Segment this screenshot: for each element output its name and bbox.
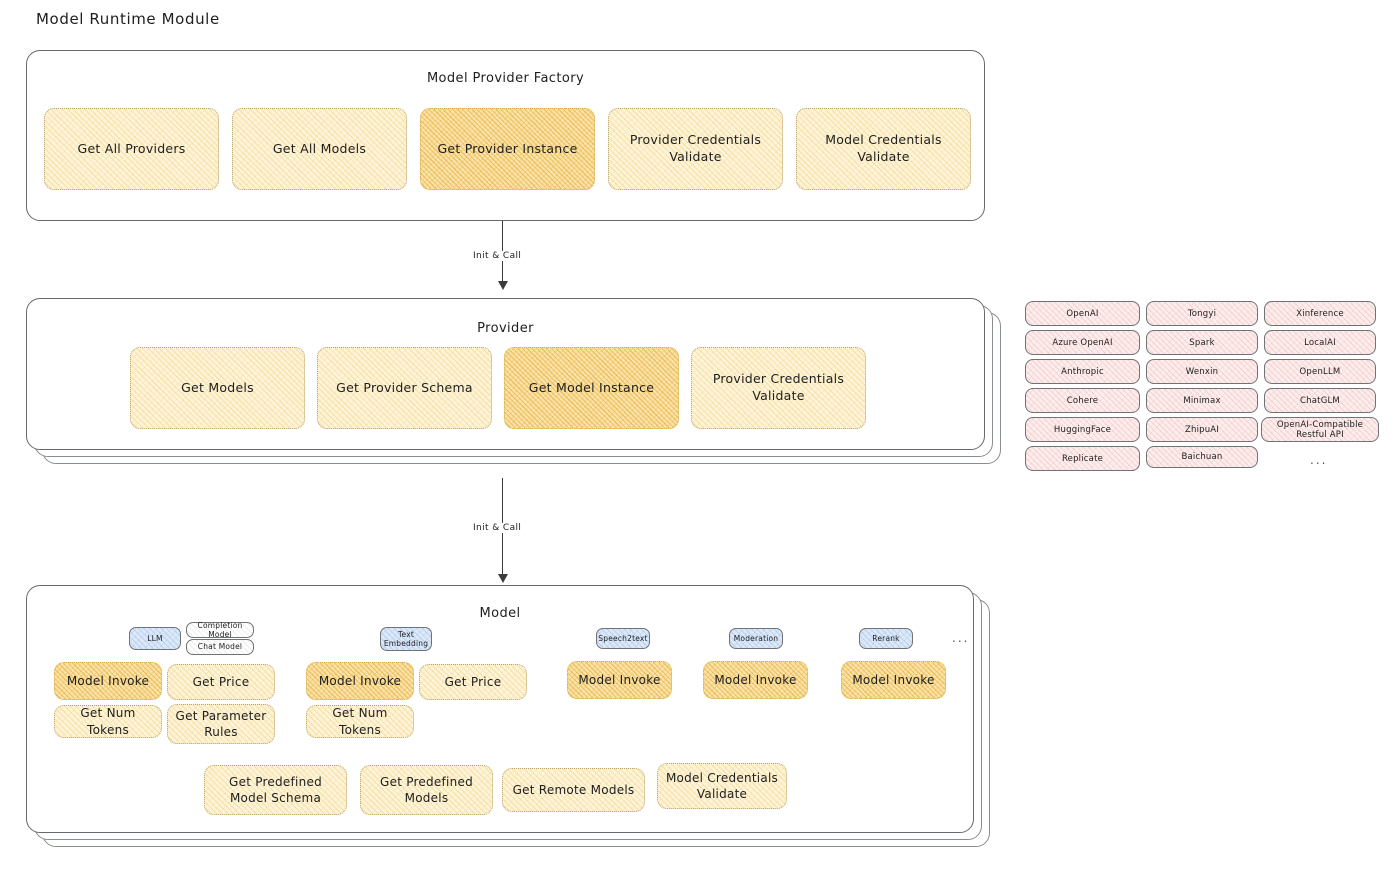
llm-node-model-invoke[interactable]: Model Invoke (54, 662, 162, 700)
moderation-node-model-invoke[interactable]: Model Invoke (703, 661, 808, 699)
llm-node-get-parameter-rules[interactable]: Get Parameter Rules (167, 704, 275, 744)
speech2text-node-model-invoke[interactable]: Model Invoke (567, 661, 672, 699)
provider-pill-wenxin[interactable]: Wenxin (1146, 359, 1258, 384)
model-node-get-predefined-models[interactable]: Get Predefined Models (360, 765, 493, 815)
model-provider-factory-title: Model Provider Factory (426, 71, 585, 86)
provider-pill-chatglm[interactable]: ChatGLM (1264, 388, 1376, 413)
llm-node-get-price[interactable]: Get Price (167, 664, 275, 700)
provider-pill-openai[interactable]: OpenAI (1025, 301, 1140, 326)
provider-pill-xinference[interactable]: Xinference (1264, 301, 1376, 326)
provider-pill-tongyi[interactable]: Tongyi (1146, 301, 1258, 326)
provider-pill-spark[interactable]: Spark (1146, 330, 1258, 355)
model-type-badge-llm[interactable]: LLM (129, 627, 181, 650)
provider-node-get-models[interactable]: Get Models (130, 347, 305, 429)
model-node-model-credentials-validate[interactable]: Model Credentials Validate (657, 763, 787, 809)
llm-node-get-num-tokens[interactable]: Get Num Tokens (54, 705, 162, 738)
provider-node-get-provider-schema[interactable]: Get Provider Schema (317, 347, 492, 429)
factory-node-get-provider-instance[interactable]: Get Provider Instance (420, 108, 595, 190)
provider-pill-replicate[interactable]: Replicate (1025, 446, 1140, 471)
page-title: Model Runtime Module (36, 10, 220, 28)
factory-node-model-credentials-validate[interactable]: Model Credentials Validate (796, 108, 971, 190)
provider-pill-zhipuai[interactable]: ZhipuAI (1146, 417, 1258, 442)
provider-pill-cohere[interactable]: Cohere (1025, 388, 1140, 413)
model-node-get-remote-models[interactable]: Get Remote Models (502, 768, 645, 812)
provider-list-more-ellipsis: ... (1310, 453, 1328, 467)
provider-title: Provider (477, 321, 534, 336)
model-type-badge-text-embedding[interactable]: Text Embedding (380, 627, 432, 651)
provider-node-provider-credentials-validate[interactable]: Provider Credentials Validate (691, 347, 866, 429)
model-type-badge-speech2text[interactable]: Speech2text (596, 628, 650, 649)
model-subtype-badge-completion-model[interactable]: Completion Model (186, 621, 254, 639)
provider-node-get-model-instance[interactable]: Get Model Instance (504, 347, 679, 429)
text-embedding-node-model-invoke[interactable]: Model Invoke (306, 662, 414, 700)
factory-node-provider-credentials-validate[interactable]: Provider Credentials Validate (608, 108, 783, 190)
arrow-provider-to-model-head (498, 574, 508, 583)
model-type-badge-moderation[interactable]: Moderation (729, 628, 783, 649)
arrow-factory-to-provider-label: Init & Call (470, 251, 525, 261)
factory-node-get-all-providers[interactable]: Get All Providers (44, 108, 219, 190)
text-embedding-node-get-price[interactable]: Get Price (419, 664, 527, 700)
rerank-node-model-invoke[interactable]: Model Invoke (841, 661, 946, 699)
model-title: Model (479, 606, 521, 621)
provider-pill-minimax[interactable]: Minimax (1146, 388, 1258, 413)
model-node-get-predefined-model-schema[interactable]: Get Predefined Model Schema (204, 765, 347, 815)
provider-pill-localai[interactable]: LocalAI (1264, 330, 1376, 355)
provider-pill-openllm[interactable]: OpenLLM (1264, 359, 1376, 384)
provider-pill-azure-openai[interactable]: Azure OpenAI (1025, 330, 1140, 355)
arrow-factory-to-provider-head (498, 281, 508, 290)
arrow-provider-to-model-label: Init & Call (470, 523, 525, 533)
provider-pill-huggingface[interactable]: HuggingFace (1025, 417, 1140, 442)
model-type-badge-rerank[interactable]: Rerank (859, 628, 913, 649)
text-embedding-node-get-num-tokens[interactable]: Get Num Tokens (306, 705, 414, 738)
model-types-more-ellipsis: ... (952, 631, 970, 645)
provider-pill-baichuan[interactable]: Baichuan (1146, 446, 1258, 468)
model-subtype-badge-chat-model[interactable]: Chat Model (186, 639, 254, 655)
provider-pill-openai-compatible-restful-api[interactable]: OpenAI-Compatible Restful API (1261, 417, 1379, 442)
factory-node-get-all-models[interactable]: Get All Models (232, 108, 407, 190)
provider-pill-anthropic[interactable]: Anthropic (1025, 359, 1140, 384)
